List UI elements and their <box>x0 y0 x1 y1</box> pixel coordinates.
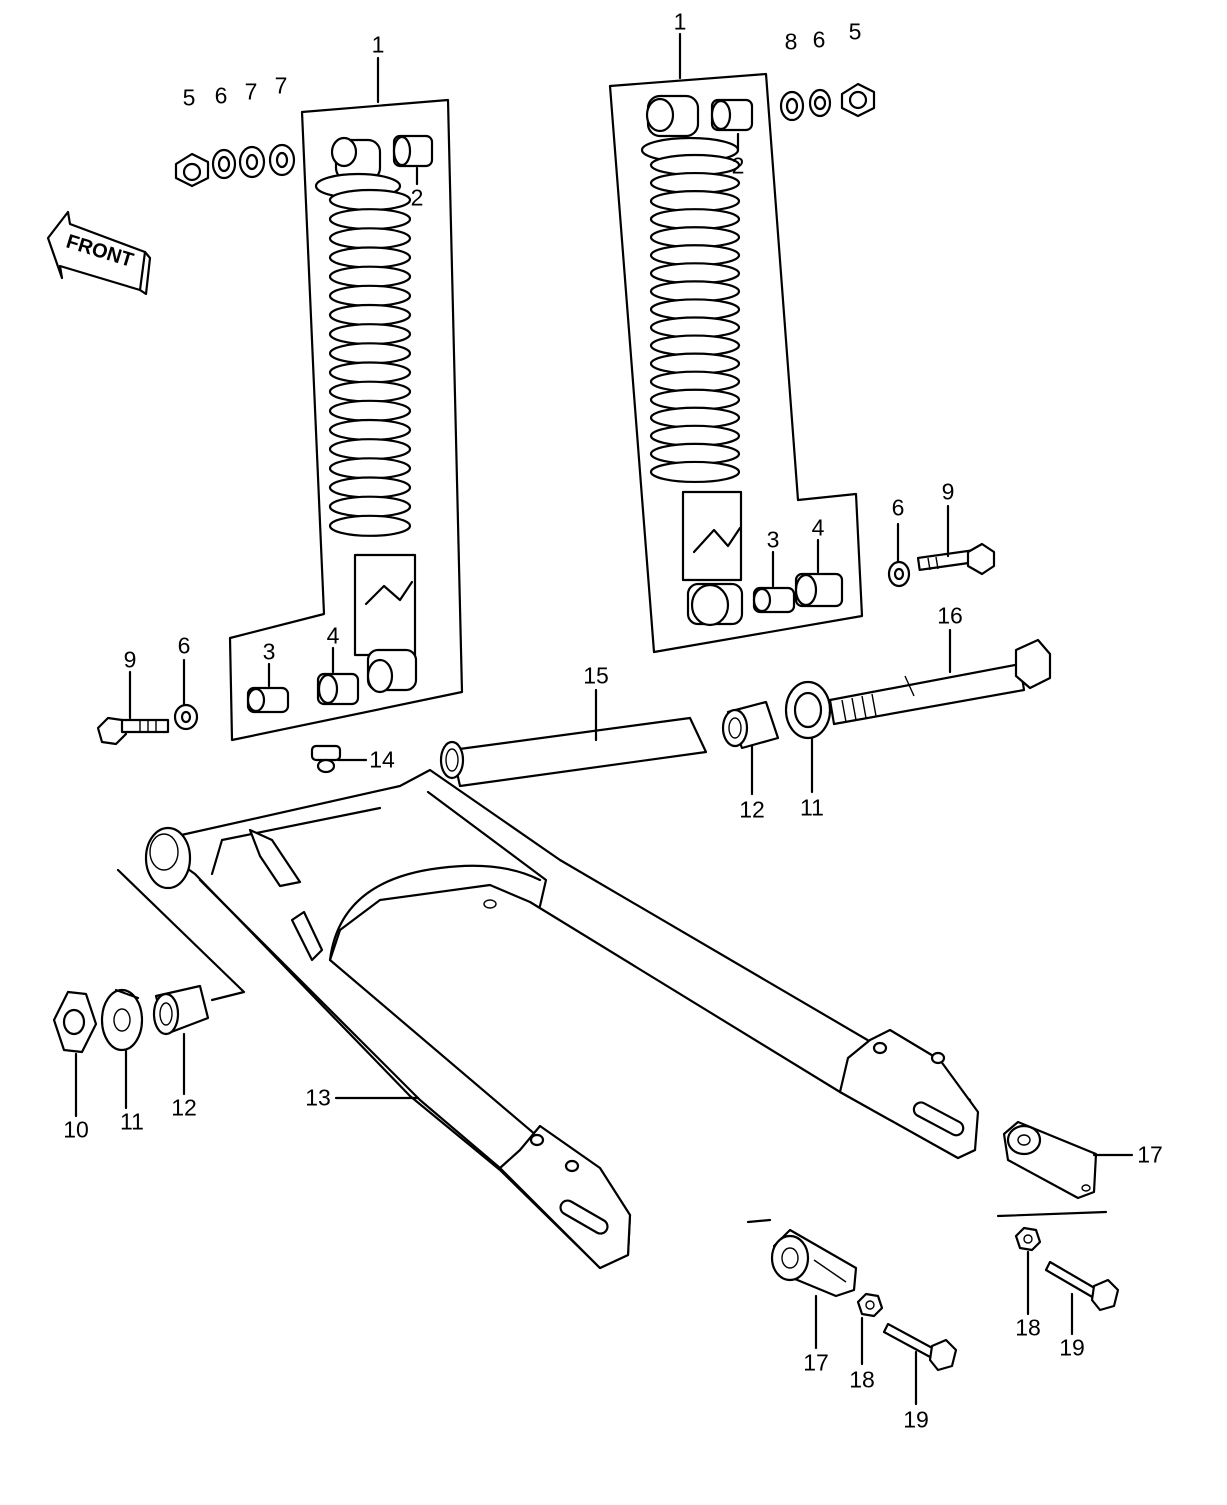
pivot-shaft-15 <box>439 716 708 788</box>
callout-5-left: 5 <box>182 84 196 111</box>
spring-coil <box>328 418 412 442</box>
callout-4-left: 4 <box>326 622 340 649</box>
washer-6-right <box>808 88 832 118</box>
seal-11-right <box>784 680 832 740</box>
callout-12-left: 12 <box>171 1094 197 1121</box>
chain-adjuster-17-right <box>1002 1120 1098 1200</box>
callout-18-right: 18 <box>1015 1314 1041 1341</box>
callout-11-right: 11 <box>800 794 824 821</box>
adjuster-bolt-19-bottom <box>882 1322 958 1372</box>
left-shock-absorber <box>314 136 418 694</box>
right-shock-absorber <box>640 94 744 627</box>
spring-coil <box>328 208 412 231</box>
callout-9-right: 9 <box>941 478 955 505</box>
adjuster-bolt-19-right <box>1044 1260 1120 1312</box>
spring-coil <box>328 342 412 365</box>
spring-coil <box>328 476 412 499</box>
washer-6-bottom-right <box>887 560 911 588</box>
callout-6-left: 6 <box>214 82 228 109</box>
washer-7a-left <box>238 145 266 179</box>
callout-13: 13 <box>305 1084 331 1111</box>
chain-adjuster-17-bottom <box>770 1228 858 1298</box>
callout-2-right: 2 <box>731 152 745 179</box>
swing-arm-13 <box>144 768 980 1270</box>
seal-11-left <box>100 988 144 1052</box>
collar-3-left <box>246 686 290 714</box>
spring-coil <box>328 438 412 461</box>
nut-5-right <box>840 82 876 118</box>
callout-11-left: 11 <box>120 1108 144 1135</box>
needle-bearing-12-right <box>721 700 780 750</box>
spring-coil <box>328 265 412 288</box>
grease-fitting-14 <box>310 744 342 774</box>
bolt-9-right <box>916 542 996 576</box>
callout-6-bottom-left: 6 <box>177 632 191 659</box>
callout-1-right: 1 <box>673 8 687 35</box>
callout-1-left: 1 <box>371 31 385 58</box>
callout-3-right: 3 <box>766 526 780 553</box>
leader-lines <box>74 32 1134 1406</box>
front-arrow: FRONT <box>46 210 152 296</box>
callout-7a-left: 7 <box>244 78 258 105</box>
callout-2-left: 2 <box>410 184 424 211</box>
collar-3-right <box>752 586 796 614</box>
callout-8-right: 8 <box>784 28 798 55</box>
bushing-4-left <box>316 672 360 706</box>
spring-coil <box>328 495 412 518</box>
left-shock-frame <box>228 98 464 742</box>
spring-coil <box>328 323 412 346</box>
spring-coil <box>328 227 412 250</box>
bushing-2-right <box>710 98 754 132</box>
callout-7b-left: 7 <box>274 72 288 99</box>
callout-16: 16 <box>937 602 963 629</box>
callout-18-bottom: 18 <box>849 1366 875 1393</box>
spring-coil <box>649 460 741 484</box>
spring-coil <box>328 514 412 537</box>
callout-9-left: 9 <box>123 646 137 673</box>
callout-12-right: 12 <box>739 796 765 823</box>
callout-5-right: 5 <box>848 18 862 45</box>
callout-6-right: 6 <box>812 26 826 53</box>
callout-6-bottom-right: 6 <box>891 494 905 521</box>
bushing-4-right <box>794 572 844 608</box>
washer-8-right <box>779 90 805 122</box>
washer-6-left <box>211 148 237 180</box>
nut-18-right <box>1014 1226 1042 1252</box>
spring-coil <box>328 188 412 212</box>
needle-bearing-12-left <box>152 984 210 1036</box>
right-shock-frame <box>608 72 864 654</box>
spring-coil <box>328 380 412 403</box>
washer-6-bottom-left <box>173 703 199 731</box>
spring-coil <box>328 284 412 307</box>
callout-3-left: 3 <box>262 638 276 665</box>
pivot-bolt-16 <box>828 638 1052 726</box>
bushing-2-left <box>392 134 434 168</box>
spring-coil <box>328 399 412 422</box>
nut-10 <box>52 990 98 1054</box>
spring-coil <box>328 246 412 269</box>
nut-5-left <box>174 152 210 188</box>
spring-coil <box>328 303 412 327</box>
washer-7b-left <box>268 143 296 177</box>
bolt-9-left <box>96 716 170 746</box>
callout-4-right: 4 <box>811 514 825 541</box>
callout-15: 15 <box>583 662 609 689</box>
callout-14: 14 <box>369 746 395 773</box>
spring-coil <box>328 361 412 384</box>
callout-17-bottom: 17 <box>803 1349 829 1376</box>
nut-18-bottom <box>856 1292 884 1318</box>
callout-19-bottom: 19 <box>903 1406 929 1433</box>
spring-coil <box>328 457 412 480</box>
callout-19-right: 19 <box>1059 1334 1085 1361</box>
callout-17-right: 17 <box>1137 1141 1163 1168</box>
callout-10: 10 <box>63 1116 89 1143</box>
